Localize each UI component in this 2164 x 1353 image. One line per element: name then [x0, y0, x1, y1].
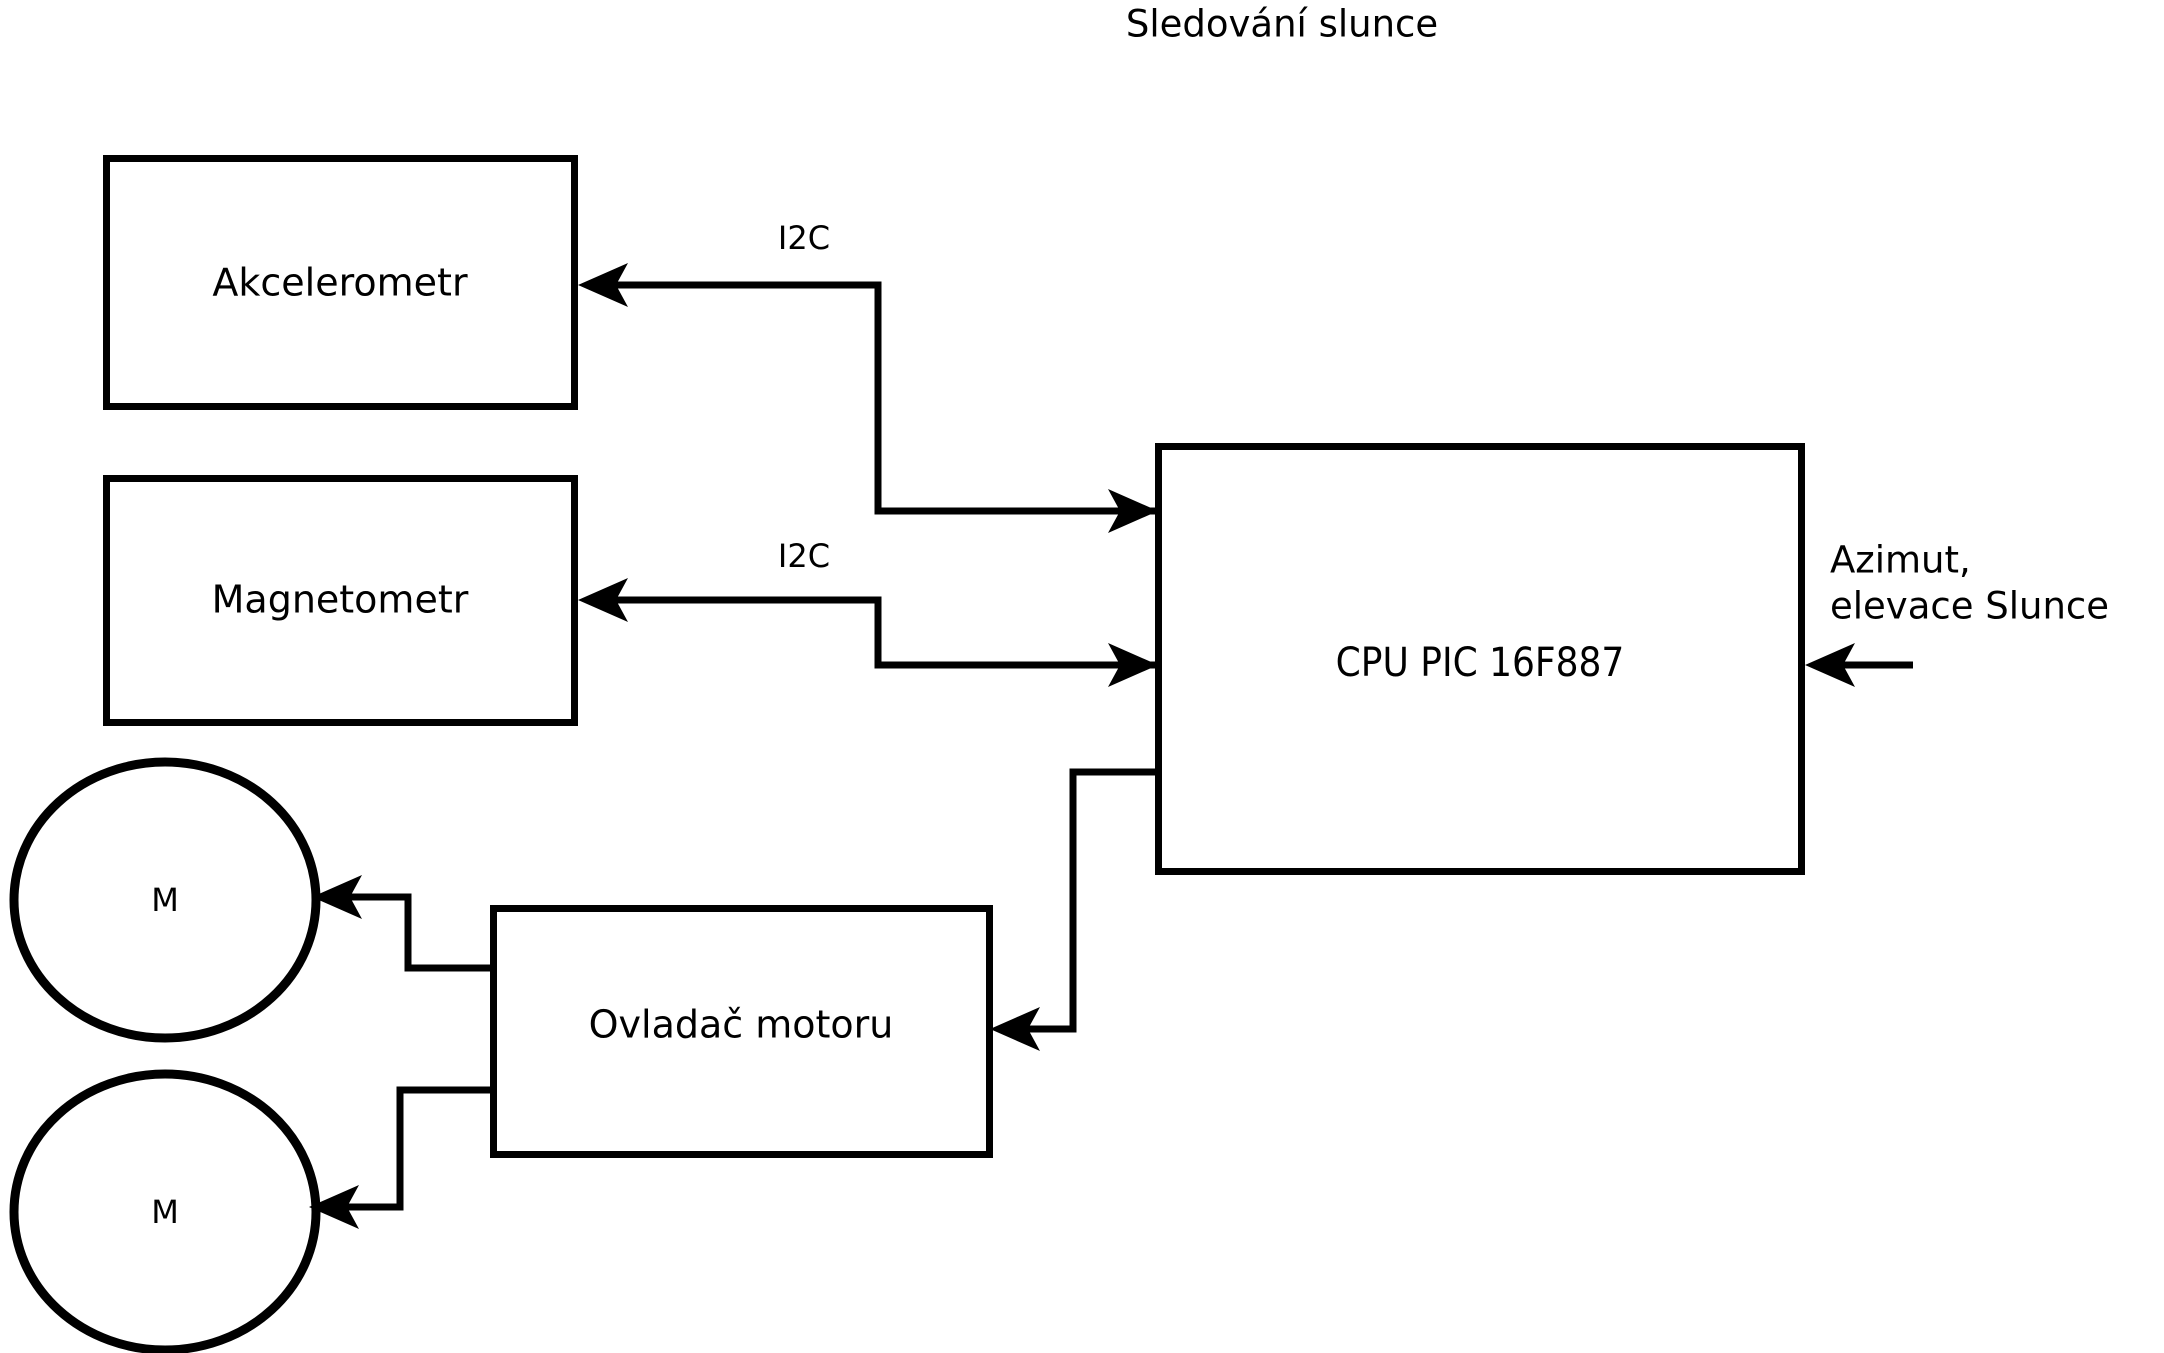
- node-cpu-label: CPU PIC 16F887: [1336, 640, 1625, 686]
- arrowhead-mag-into-cpu: [1108, 643, 1158, 687]
- arrowhead-to-magnetometr: [578, 578, 628, 622]
- node-ovladac-motoru-label: Ovladač motoru: [589, 1003, 894, 1047]
- edge-cpu-to-akcelerometr: [614, 281, 1155, 515]
- diagram-title: Sledování slunce: [1126, 3, 1438, 46]
- node-magnetometr-label: Magnetometr: [212, 578, 469, 622]
- node-motor-top-label: M: [151, 881, 179, 919]
- edge-ovladac-to-motor-bottom: [345, 1086, 496, 1211]
- node-akcelerometr-label: Akcelerometr: [212, 261, 468, 305]
- edge-cpu-to-ovladac-motoru: [1026, 768, 1158, 1033]
- node-ovladac-motoru[interactable]: [490, 905, 993, 1158]
- external-input-label-line1: Azimut,: [1830, 539, 1971, 582]
- node-motor-bottom-label: M: [151, 1193, 179, 1231]
- external-input-label-line2: elevace Slunce: [1830, 585, 2109, 628]
- node-akcelerometr[interactable]: [103, 155, 578, 410]
- arrowhead-to-ovladac-motoru: [990, 1007, 1040, 1051]
- arrowhead-external-input: [1805, 643, 1855, 687]
- node-magnetometr[interactable]: [103, 475, 578, 726]
- node-cpu[interactable]: [1155, 443, 1805, 875]
- node-motor-bottom[interactable]: [9, 1069, 321, 1353]
- edge-ovladac-to-motor-top: [348, 893, 496, 972]
- edge-label-i2c-akcelerometr: I2C: [778, 219, 830, 257]
- edge-cpu-to-magnetometr: [614, 596, 1155, 669]
- arrowhead-accel-into-cpu: [1108, 489, 1158, 533]
- arrowhead-to-motor-bottom: [309, 1185, 359, 1229]
- node-motor-top[interactable]: [9, 757, 321, 1043]
- edge-label-i2c-magnetometr: I2C: [778, 537, 830, 575]
- arrowhead-to-akcelerometr: [578, 263, 628, 307]
- arrowhead-to-motor-top: [312, 875, 362, 919]
